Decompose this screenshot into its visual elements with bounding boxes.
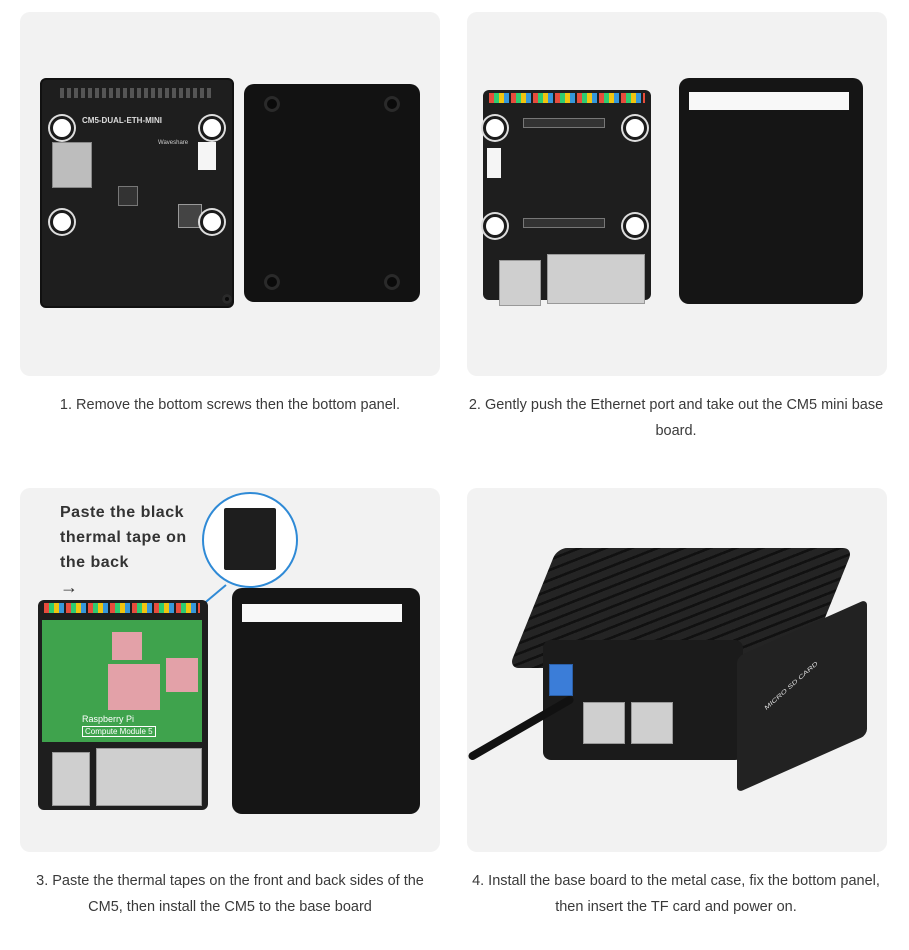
loose-screw-icon [222,294,232,304]
cm5-module: Raspberry Pi Compute Module 5 [42,620,202,742]
step-1-image: CM5-DUAL-ETH-MINI Waveshare [20,12,440,376]
cm5-module-label: Compute Module 5 [82,726,156,737]
usb-port [499,260,541,306]
step-1-caption: 1. Remove the bottom screws then the bot… [10,392,450,418]
base-board-bottom: CM5-DUAL-ETH-MINI Waveshare [40,78,234,308]
caption-text: CM5, then install the CM5 to the base bo… [88,899,372,915]
caption-text: 1. Remove the bottom screws then the bot… [59,397,401,413]
callout-line: the back [60,554,129,571]
caption-text: 3. Paste the thermal tapes on the front … [36,873,424,889]
ethernet-port [547,254,645,304]
board-silkscreen: CM5-DUAL-ETH-MINI [82,116,162,125]
caption-text: then insert the TF card and power on. [555,899,797,915]
sd-card-label: MICRO SD CARD [764,660,819,712]
gpio-header [60,88,212,98]
caption-text: board. [655,423,697,439]
caption-text: 2. Gently push the Ethernet port and tak… [468,397,884,413]
mount-hole [483,116,507,140]
white-label [198,142,216,170]
brand-logo: Waveshare [158,140,189,146]
gpio-header-colored [489,93,645,103]
case-window [689,92,849,110]
cm5-connector [523,218,605,228]
screw-icon [384,96,400,112]
usb-port [52,752,90,806]
screw-icon [264,96,280,112]
step-2-image [467,12,887,376]
usb-port [549,664,573,696]
step-3-image: Paste the black thermal tape on the back… [20,488,440,852]
ethernet-port [96,748,202,806]
mount-hole [50,116,74,140]
case-window [242,604,402,622]
mount-hole [623,116,647,140]
base-board-with-cm5: Raspberry Pi Compute Module 5 [38,600,208,810]
caption-text: 4. Install the base board to the metal c… [472,873,880,889]
screw-icon [264,274,280,290]
white-label [487,148,501,178]
bottom-panel [244,84,420,302]
mount-hole [200,210,224,234]
step-4-image: MICRO SD CARD [467,488,887,852]
metal-case [679,78,863,304]
mount-hole [50,210,74,234]
thermal-pad [166,658,198,692]
step-2-caption: 2. Gently push the Ethernet port and tak… [456,392,896,444]
inductor [178,204,202,228]
sd-slot [52,142,92,188]
mount-hole [623,214,647,238]
thermal-pad [108,664,160,710]
chip [118,186,138,206]
mount-hole [200,116,224,140]
step-3-caption: 3. Paste the thermal tapes on the front … [10,868,450,920]
ethernet-port [631,702,673,744]
metal-case [232,588,420,814]
step-4-caption: 4. Install the base board to the metal c… [456,868,896,920]
cm5-name: Raspberry Pi [82,714,135,724]
callout-line: Paste the black [60,504,184,521]
zoom-bubble [202,492,298,588]
screw-icon [384,274,400,290]
thermal-pad [112,632,142,660]
cm5-mini-base-board [483,90,651,306]
gpio-header-colored [44,603,200,613]
base-board-thumbnail [224,508,276,570]
ethernet-port [583,702,625,744]
callout-line: thermal tape on [60,529,187,546]
thermal-tape-callout: Paste the black thermal tape on the back… [60,500,187,601]
cm5-connector [523,118,605,128]
mount-hole [483,214,507,238]
arrow-right-icon: → [60,577,79,597]
assembled-case-front [543,640,743,760]
